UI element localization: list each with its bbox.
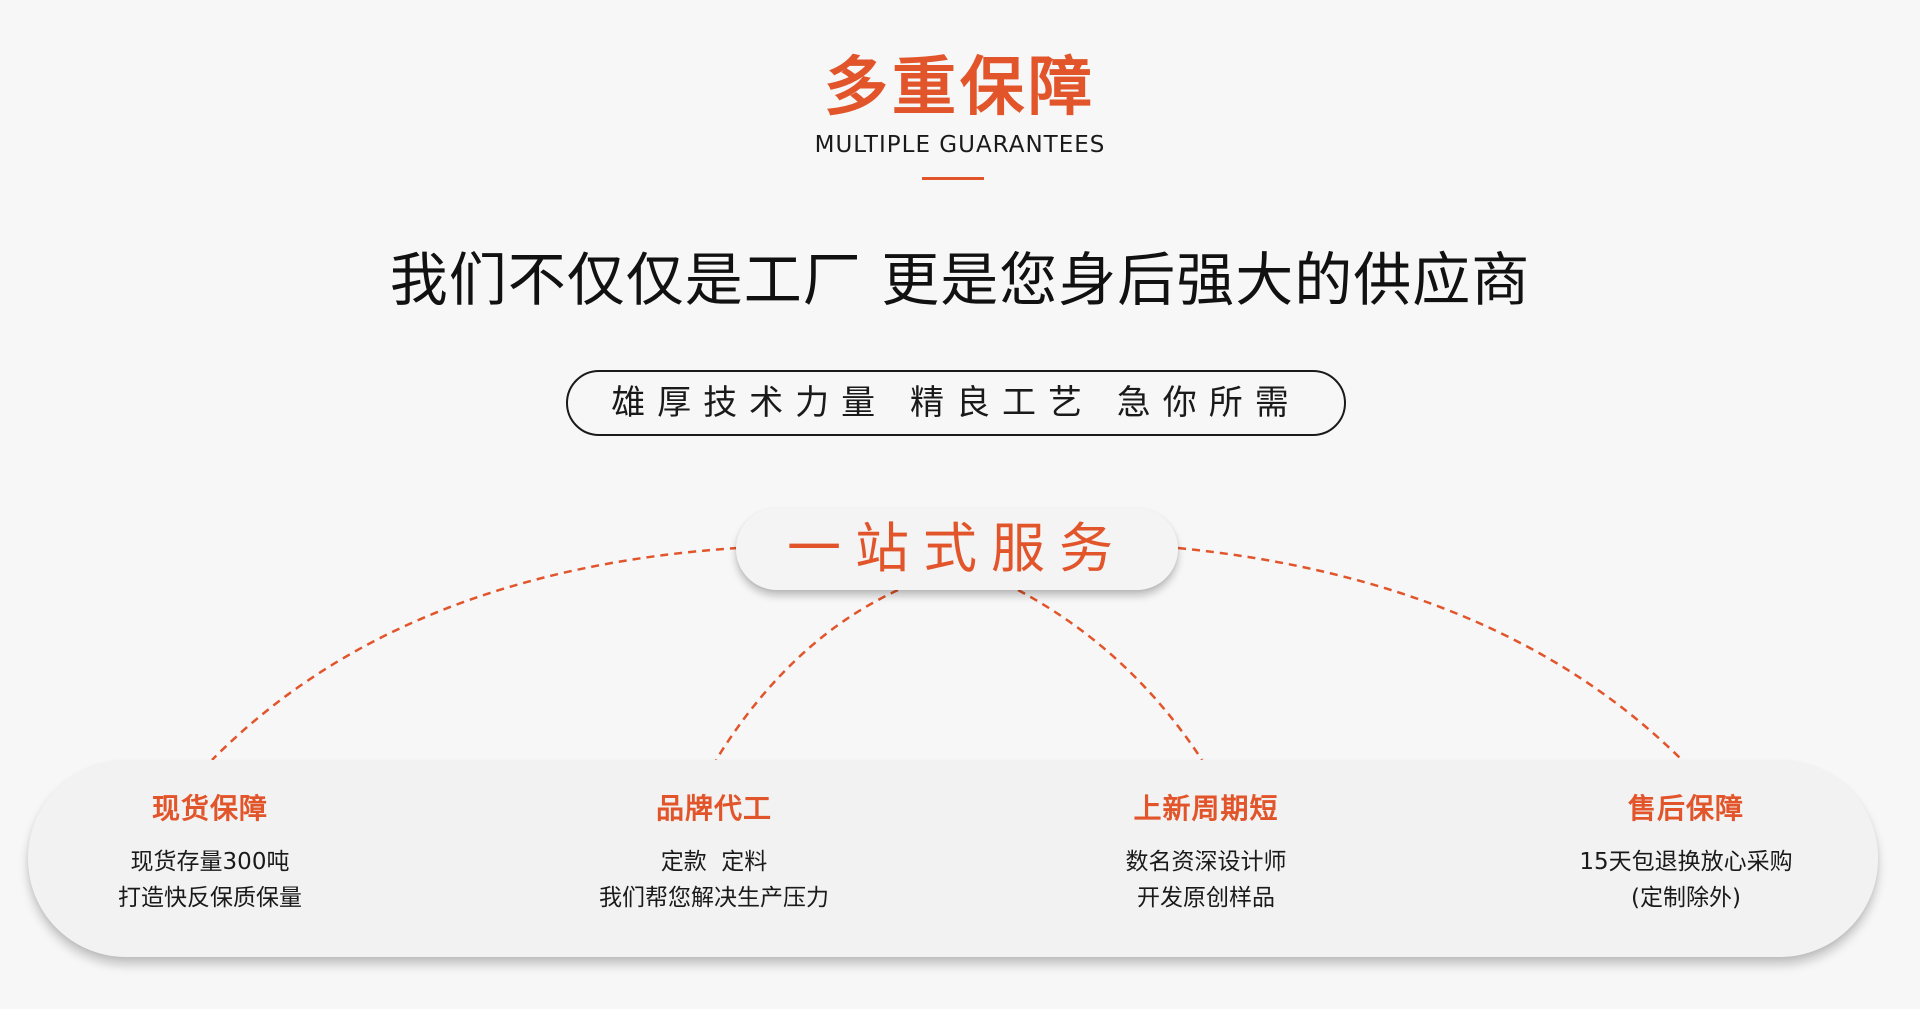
arc-right-outer [1177,546,1683,761]
feature-title: 现货保障 [151,792,268,825]
feature-line: 开发原创样品 [1137,885,1275,911]
feature-line: 定款 定料 [660,849,768,875]
arc-left-outer [211,546,739,761]
tagline-pill: 雄厚技术力量 精良工艺 急你所需 [566,370,1346,436]
feature-line: 数名资深设计师 [1125,849,1287,875]
features-card [28,760,1878,957]
section-title: 多重保障 [824,51,1096,125]
feature-line: 我们帮您解决生产压力 [599,885,829,911]
feature-line: 现货存量300吨 [130,849,290,875]
feature-line: (定制除外) [1631,885,1741,911]
arc-right-inner [1017,588,1204,761]
title-underline [922,177,984,180]
feature-short-cycle: 上新周期短 数名资深设计师 开发原创样品 [1016,786,1396,916]
feature-after-sales: 售后保障 15天包退换放心采购 (定制除外) [1496,786,1876,916]
feature-stock-guarantee: 现货保障 现货存量300吨 打造快反保质保量 [20,786,400,916]
section-subtitle: MULTIPLE GUARANTEES [814,132,1106,158]
feature-title: 售后保障 [1627,792,1744,825]
feature-title: 品牌代工 [655,792,772,825]
feature-brand-oem: 品牌代工 定款 定料 我们帮您解决生产压力 [524,786,904,916]
headline: 我们不仅仅是工厂 更是您身后强大的供应商 [389,246,1531,314]
feature-line: 打造快反保质保量 [118,885,302,911]
arc-left-inner [714,588,899,761]
feature-title: 上新周期短 [1133,792,1279,825]
one-stop-service-pill: 一站式服务 [736,508,1178,590]
feature-line: 15天包退换放心采购 [1579,849,1793,875]
